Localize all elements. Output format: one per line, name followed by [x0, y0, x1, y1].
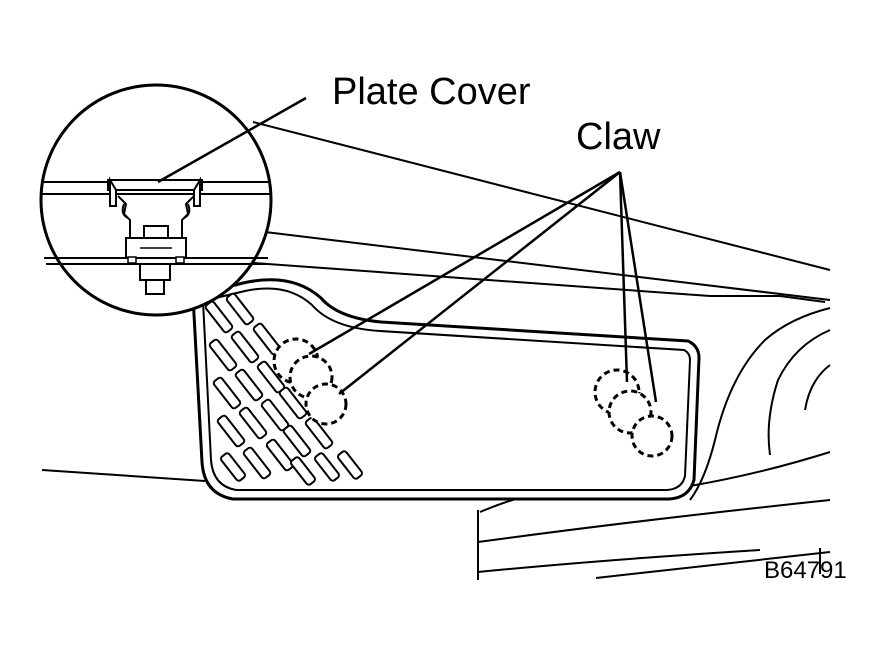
texture-rib	[225, 292, 255, 326]
body-line-bottom-b	[477, 549, 761, 573]
body-line-bottom-c	[595, 551, 831, 579]
texture-rib	[220, 452, 246, 482]
body-line-upper	[252, 121, 831, 271]
texture-rib	[238, 406, 268, 440]
detail-cover-top	[107, 179, 203, 191]
body-line-lower	[239, 261, 711, 297]
texture-rib	[304, 416, 334, 450]
texture-rib	[216, 414, 246, 448]
claw-right-lower	[630, 414, 674, 458]
claw-label: Claw	[576, 116, 661, 158]
plate-cover-inner-edge	[201, 287, 692, 491]
body-line-middle	[264, 231, 831, 301]
claw-leader-4	[618, 171, 658, 403]
texture-rib	[314, 452, 340, 482]
claw-leader-lines	[308, 170, 658, 403]
texture-rib	[234, 368, 264, 402]
texture-rib	[230, 330, 260, 364]
detail-right-hook	[193, 176, 201, 207]
texture-rib	[265, 438, 295, 472]
texture-rib	[282, 424, 312, 458]
texture-rib	[290, 456, 316, 486]
vehicle-body-lines	[41, 121, 831, 580]
detail-clip-stem	[139, 263, 171, 281]
detail-left-hook	[109, 176, 117, 207]
body-line-left	[41, 469, 206, 482]
detail-claw-left	[121, 203, 129, 219]
bumper-curve-outer	[689, 307, 831, 501]
plate-cover-texture	[204, 292, 363, 486]
bumper-curve-inner	[767, 329, 831, 456]
claw-leader-1	[308, 170, 621, 356]
claw-markers	[272, 337, 674, 458]
plate-cover-label: Plate Cover	[332, 71, 531, 113]
detail-inset	[39, 83, 273, 317]
body-line-lower-ext	[710, 295, 826, 303]
texture-rib	[337, 450, 363, 480]
body-line-bottom-a	[477, 499, 831, 543]
detail-foot-left	[127, 256, 137, 264]
detail-clip-head	[143, 225, 169, 239]
claw-leader-3	[618, 171, 629, 383]
detail-clip-tip	[145, 279, 165, 295]
detail-claw-right	[183, 203, 191, 219]
claw-leader-2	[338, 171, 621, 395]
texture-rib	[212, 376, 242, 410]
detail-foot-right	[175, 256, 185, 264]
texture-rib	[208, 338, 238, 372]
plate-cover-leader-line	[157, 96, 307, 184]
texture-rib	[278, 386, 308, 420]
figure-code-label: B64791	[764, 557, 847, 584]
claw-left-lower	[304, 382, 348, 426]
bumper-curve-edge	[804, 364, 831, 411]
texture-rib	[242, 446, 272, 480]
plate-cover	[191, 278, 701, 501]
plate-cover-outer-edge	[191, 278, 701, 501]
